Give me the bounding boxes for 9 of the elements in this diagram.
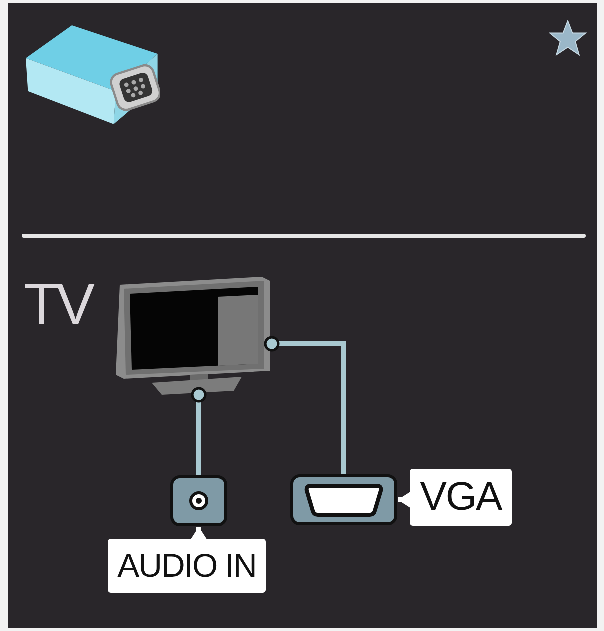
device-label: TV [24, 276, 92, 334]
cable [191, 387, 207, 475]
callout-pointer [190, 527, 208, 541]
vga-port-icon [290, 474, 398, 526]
audio-jack-icon [170, 475, 228, 527]
callout-pointer [398, 491, 412, 509]
callout-label: AUDIO IN [108, 539, 266, 593]
callout-label: VGA [410, 469, 512, 526]
cable [264, 336, 346, 474]
